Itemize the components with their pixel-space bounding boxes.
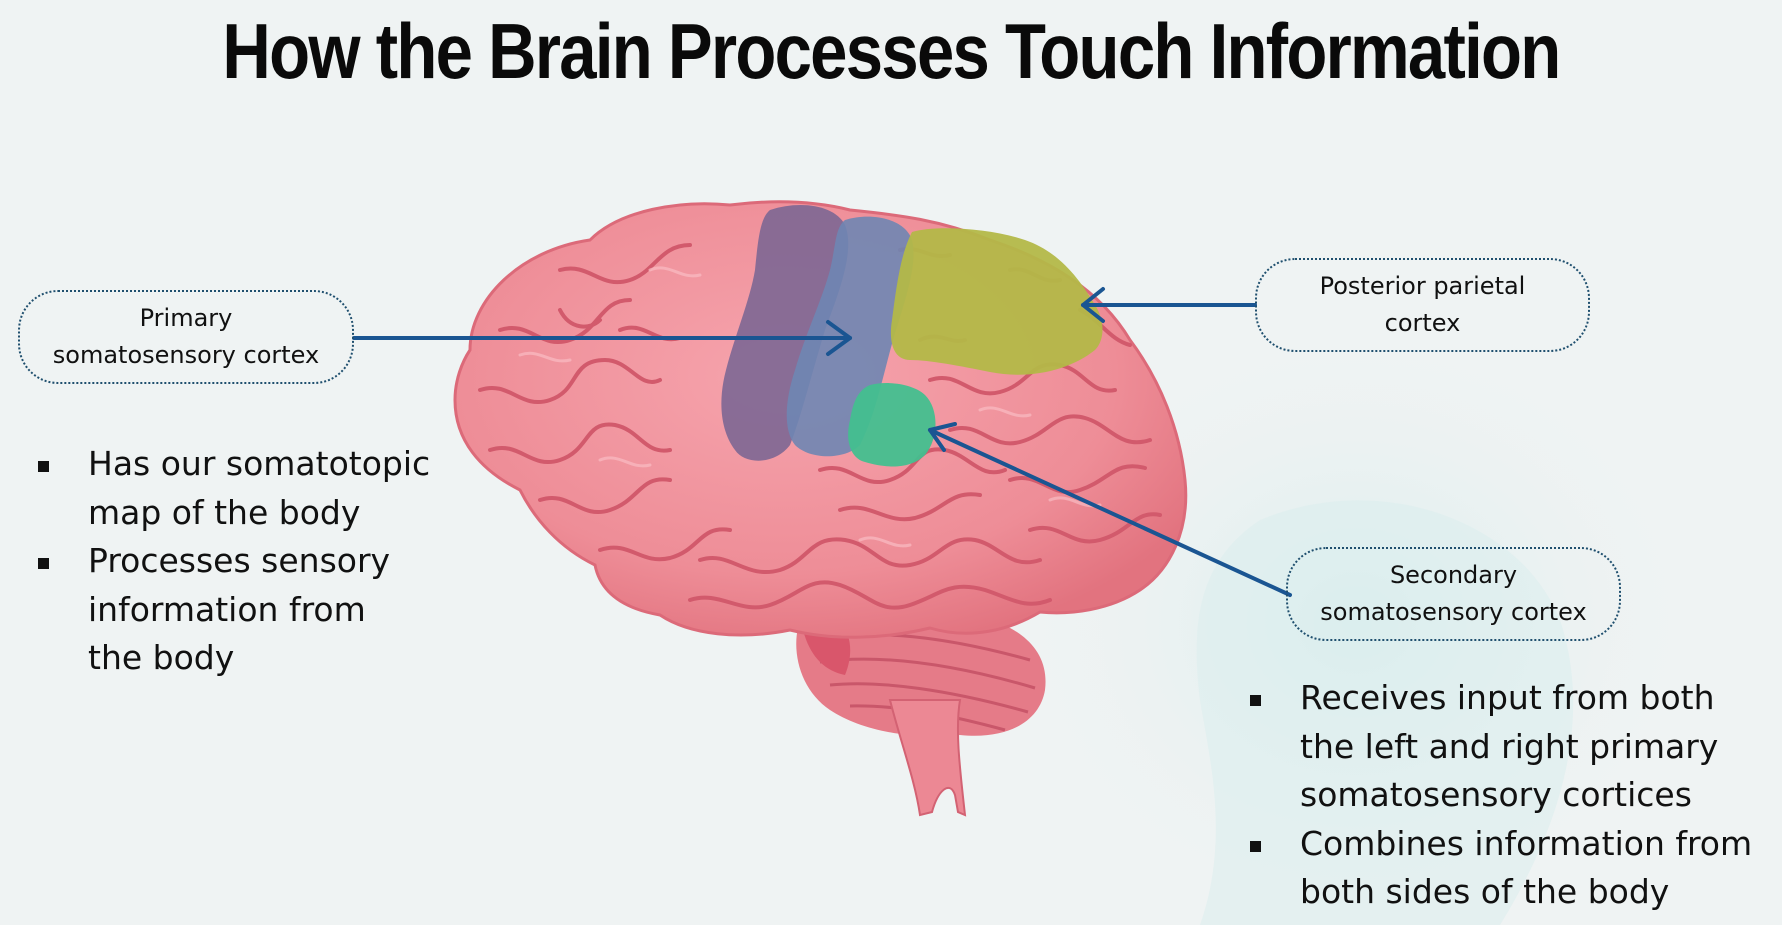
secondary-cortex-points: Receives input from both the left and ri… (1248, 674, 1778, 917)
label-secondary-line2: somatosensory cortex (1320, 598, 1587, 626)
arrow-secondary (928, 422, 1292, 597)
list-item: Has our somatotopic map of the body (36, 440, 456, 537)
secondary-somatosensory-region (848, 383, 936, 467)
label-secondary-line1: Secondary (1389, 561, 1518, 589)
brain-stem (888, 699, 967, 817)
label-posterior-line1: Posterior parietal (1319, 272, 1526, 300)
label-posterior-line2: cortex (1384, 309, 1461, 337)
list-item: Receives input from both the left and ri… (1248, 674, 1778, 820)
arrow-primary (352, 320, 852, 356)
arrow-posterior (1081, 287, 1257, 323)
posterior-parietal-region (890, 228, 1103, 375)
label-primary-line1: Primary (139, 304, 233, 332)
label-primary-somatosensory-cortex: Primary somatosensory cortex (18, 290, 354, 384)
label-posterior-parietal-cortex: Posterior parietal cortex (1255, 258, 1590, 352)
primary-cortex-points: Has our somatotopic map of the body Proc… (36, 440, 456, 683)
label-primary-line2: somatosensory cortex (52, 341, 320, 369)
label-secondary-somatosensory-cortex: Secondary somatosensory cortex (1286, 547, 1621, 641)
page-title: How the Brain Processes Touch Informatio… (222, 7, 1561, 95)
motor-region (721, 205, 849, 461)
list-item: Processes sensory information from the b… (36, 537, 456, 683)
list-item: Combines information from both sides of … (1248, 820, 1778, 917)
